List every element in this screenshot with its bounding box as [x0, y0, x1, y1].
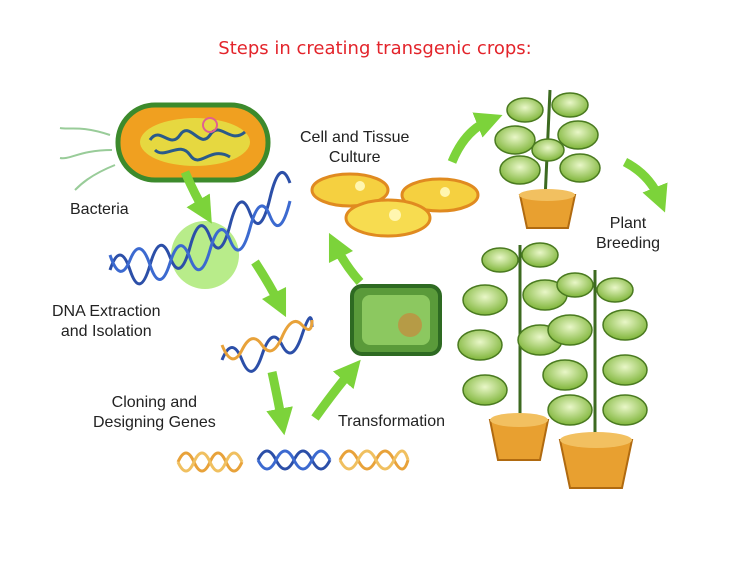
label-cloning: Cloning and Designing Genes: [93, 393, 216, 433]
plant-cell-illustration: [350, 284, 442, 356]
arrow-to-plant: [447, 112, 503, 164]
process-arrows: [180, 112, 668, 436]
label-line: Breeding: [596, 235, 661, 252]
arrow-to-transformation: [311, 359, 361, 421]
label-dna-extraction: DNA Extraction and Isolation: [52, 302, 160, 342]
label-bacteria: Bacteria: [70, 201, 129, 218]
label-transformation: Transformation: [338, 413, 445, 430]
label-cell-culture: Cell and Tissue Culture: [300, 128, 409, 168]
diagram-title: Steps in creating transgenic crops:: [218, 38, 532, 59]
label-line: and Isolation: [60, 323, 152, 340]
dna-genes-strand: [176, 449, 410, 473]
arrow-to-culture: [328, 232, 364, 285]
dna-small-icon: [220, 316, 314, 373]
arrow-dna-to-extraction: [251, 259, 287, 318]
plants-bottom-illustration: [457, 242, 648, 489]
plant-top-illustration: [494, 89, 601, 229]
bacteria-illustration: [59, 102, 271, 191]
dna-highlight: [171, 221, 239, 289]
label-line: Cell and Tissue: [300, 129, 410, 146]
arrow-bacteria-to-dna: [180, 170, 212, 224]
arrow-to-breeding: [622, 158, 668, 213]
label-line: Cloning and: [111, 394, 198, 411]
arrow-to-cloning: [266, 371, 293, 436]
label-line: Culture: [328, 149, 381, 166]
label-line: Plant: [609, 215, 647, 232]
label-line: DNA Extraction: [52, 303, 161, 320]
label-line: Designing Genes: [93, 414, 216, 431]
petri-dishes-illustration: [310, 172, 480, 238]
label-plant-breeding: Plant Breeding: [596, 214, 660, 254]
dna-helix-icon: [108, 170, 292, 286]
